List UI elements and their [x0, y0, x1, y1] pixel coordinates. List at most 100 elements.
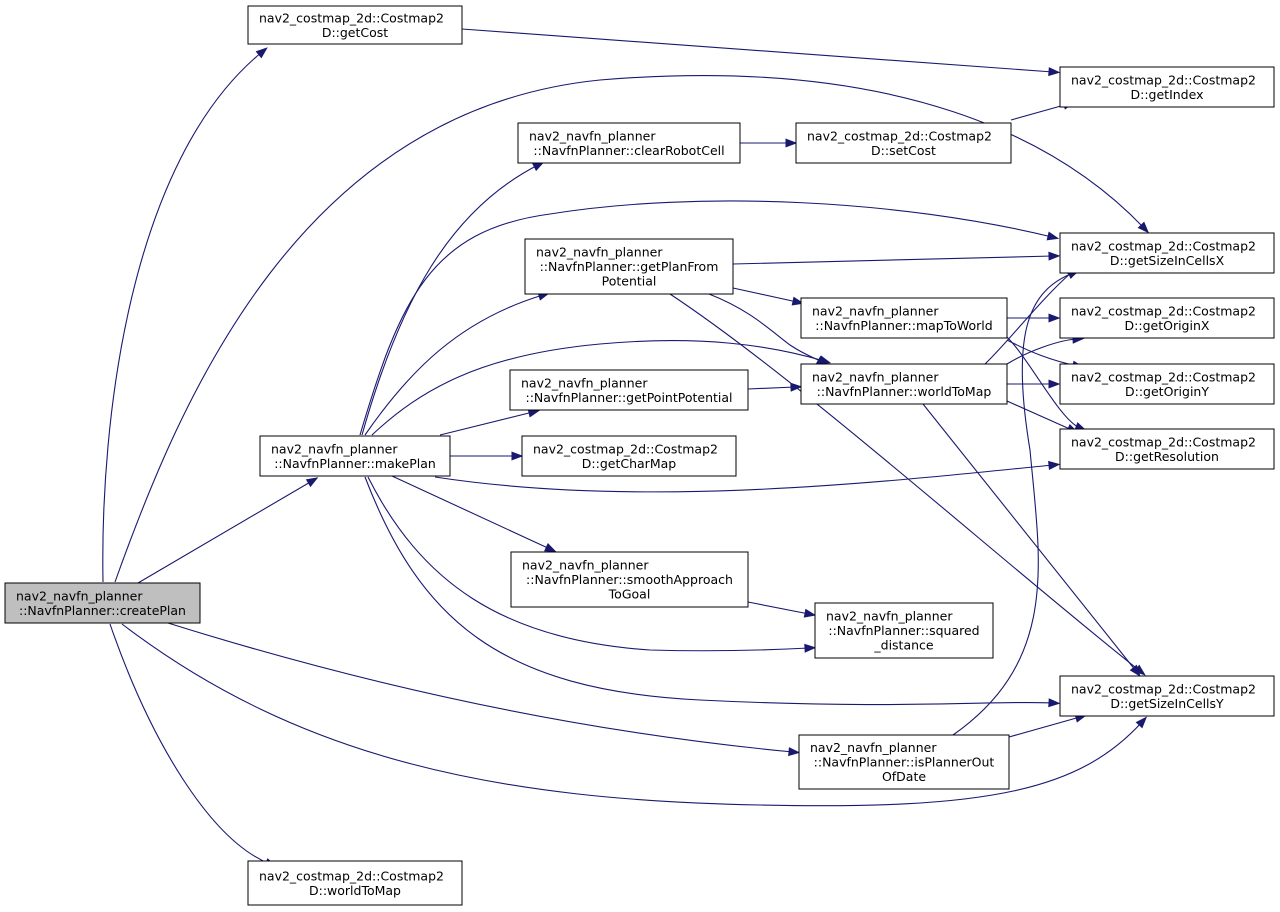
arrowhead — [1048, 379, 1061, 389]
node-label-line: D::worldToMap — [309, 883, 401, 898]
edge-getCost-to-getIndex — [461, 28, 1061, 77]
node-mapToWorld[interactable]: nav2_navfn_planner::NavfnPlanner::mapToW… — [800, 297, 1008, 339]
node-label-line: ToGoal — [608, 587, 651, 602]
node-label-line: nav2_costmap_2d::Costmap2 — [533, 441, 718, 456]
node-box[interactable] — [798, 734, 1010, 790]
edge-mapToWorld-to-getResolution — [1006, 336, 1087, 431]
node-box[interactable] — [247, 860, 463, 906]
edge-line — [361, 164, 539, 436]
edge-line — [1006, 400, 1073, 431]
arrowhead — [1129, 664, 1141, 677]
node-label-line: nav2_navfn_planner — [812, 369, 939, 384]
node-label-line: nav2_navfn_planner — [522, 558, 649, 573]
node-box[interactable] — [4, 582, 201, 624]
node-getResolution[interactable]: nav2_costmap_2d::Costmap2D::getResolutio… — [1059, 428, 1275, 470]
edge-line — [167, 622, 794, 753]
node-label-line: nav2_costmap_2d::Costmap2 — [1071, 303, 1256, 318]
nodes-layer: nav2_navfn_planner::NavfnPlanner::create… — [4, 5, 1275, 906]
node-label-line: D::getSizeInCellsX — [1110, 253, 1225, 268]
node-label-line: D::getIndex — [1131, 87, 1204, 102]
edge-line — [922, 403, 1137, 672]
edge-createPlan-to-getSizeInCellsX — [114, 75, 1150, 583]
node-squared_distance[interactable]: nav2_navfn_planner::NavfnPlanner::square… — [814, 602, 994, 659]
arrowhead — [1048, 251, 1061, 261]
arrowhead — [1135, 716, 1147, 729]
node-box[interactable] — [509, 369, 749, 411]
node-clearRobotCell[interactable]: nav2_navfn_planner::NavfnPlanner::clearR… — [517, 122, 741, 164]
node-label-line: ::NavfnPlanner::clearRobotCell — [533, 143, 724, 158]
edge-nf_worldToMap-to-getSizeInCellsY — [922, 403, 1141, 677]
edge-createPlan-to-cm_worldToMap — [109, 623, 277, 867]
node-box[interactable] — [1059, 66, 1275, 108]
node-getPointPotential[interactable]: nav2_navfn_planner::NavfnPlanner::getPoi… — [509, 369, 749, 411]
node-label-line: ::NavfnPlanner::smoothApproach — [526, 572, 733, 587]
node-getSizeInCellsX[interactable]: nav2_costmap_2d::Costmap2D::getSizeInCel… — [1059, 232, 1275, 274]
node-label-line: OfDate — [882, 769, 926, 784]
node-box[interactable] — [1059, 297, 1275, 339]
node-label-line: ::NavfnPlanner::squared — [828, 623, 979, 638]
node-box[interactable] — [800, 297, 1008, 339]
node-smoothApproachToGoal[interactable]: nav2_navfn_planner::NavfnPlanner::smooth… — [510, 551, 749, 608]
node-label-line: nav2_navfn_planner — [536, 245, 663, 260]
node-box[interactable] — [1059, 675, 1275, 717]
edge-line — [371, 340, 825, 436]
node-box[interactable] — [510, 551, 749, 608]
node-label-line: D::getCharMap — [582, 456, 676, 471]
node-box[interactable] — [1059, 428, 1275, 470]
node-box[interactable] — [524, 238, 734, 295]
node-label-line: nav2_costmap_2d::Costmap2 — [259, 868, 444, 883]
edge-makePlan-to-getSizeInCellsY — [364, 476, 1061, 708]
node-nf_worldToMap[interactable]: nav2_navfn_planner::NavfnPlanner::worldT… — [800, 363, 1008, 405]
node-label-line: nav2_navfn_planner — [16, 588, 143, 603]
node-label-line: nav2_navfn_planner — [826, 609, 953, 624]
node-box[interactable] — [259, 435, 451, 477]
node-box[interactable] — [814, 602, 994, 659]
node-box[interactable] — [1059, 363, 1275, 405]
node-getPlanFromPotential[interactable]: nav2_navfn_planner::NavfnPlanner::getPla… — [524, 238, 734, 295]
edge-line — [984, 271, 1073, 365]
node-box[interactable] — [517, 122, 741, 164]
arrowhead — [305, 477, 319, 488]
arrowhead — [788, 747, 801, 757]
edge-line — [1008, 716, 1081, 738]
node-label-line: D::getOriginY — [1125, 384, 1209, 399]
node-label-line: nav2_costmap_2d::Costmap2 — [1071, 72, 1256, 87]
node-label-line: ::NavfnPlanner::worldToMap — [817, 384, 992, 399]
node-label-line: nav2_costmap_2d::Costmap2 — [1071, 369, 1256, 384]
node-box[interactable] — [795, 122, 1012, 164]
arrowhead — [1048, 460, 1061, 470]
node-label-line: ::NavfnPlanner::makePlan — [274, 456, 436, 471]
node-getSizeInCellsY[interactable]: nav2_costmap_2d::Costmap2D::getSizeInCel… — [1059, 675, 1275, 717]
edge-nf_worldToMap-to-getOriginY — [1007, 379, 1061, 389]
arrowhead — [544, 543, 557, 553]
arrowhead — [255, 47, 268, 59]
node-isPlannerOutOfDate[interactable]: nav2_navfn_planner::NavfnPlanner::isPlan… — [798, 734, 1010, 790]
node-label-line: ::NavfnPlanner::createPlan — [19, 603, 186, 618]
node-label-line: ::NavfnPlanner::getPointPotential — [525, 390, 732, 405]
edge-line — [121, 623, 1143, 807]
arrowhead — [790, 382, 803, 392]
node-label-line: ::NavfnPlanner::isPlannerOut — [814, 755, 995, 770]
node-label-line: nav2_costmap_2d::Costmap2 — [259, 10, 444, 25]
node-box[interactable] — [521, 435, 737, 477]
edge-line — [109, 623, 271, 865]
node-box[interactable] — [800, 363, 1008, 405]
edge-line — [952, 272, 1074, 736]
edge-line — [747, 601, 810, 615]
edge-line — [1006, 339, 1078, 367]
node-box[interactable] — [247, 5, 463, 45]
node-label-line: Potential — [602, 274, 657, 289]
node-box[interactable] — [1059, 232, 1275, 274]
node-makePlan[interactable]: nav2_navfn_planner::NavfnPlanner::makePl… — [259, 435, 451, 477]
node-createPlan[interactable]: nav2_navfn_planner::NavfnPlanner::create… — [4, 582, 201, 624]
arrowhead — [804, 643, 817, 653]
edge-line — [732, 287, 798, 303]
